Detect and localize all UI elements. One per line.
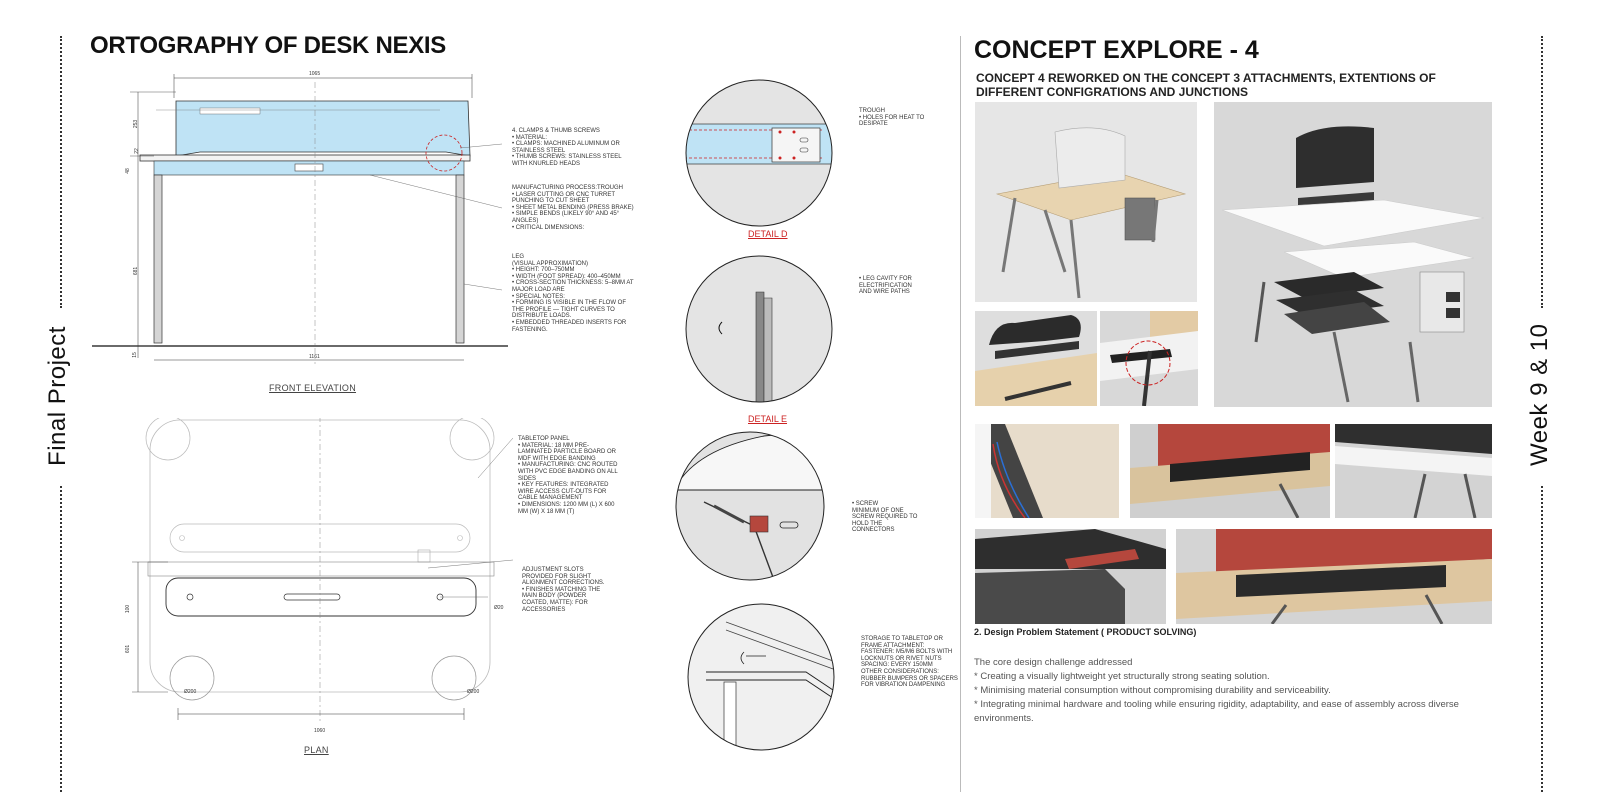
render-red-panel-tray <box>1130 424 1330 518</box>
dim-plan-d1: 100 <box>125 604 132 614</box>
right-dotted-line-bottom <box>1541 486 1543 792</box>
problem-line: * Creating a visually lightweight yet st… <box>974 671 1270 682</box>
dim-h3: 48 <box>124 168 131 174</box>
note-trough: TROUGH • HOLES FOR HEAT TO DESIPATE <box>859 108 925 128</box>
render-red-panel-overview <box>1176 529 1492 624</box>
dim-h2: 22 <box>133 148 140 154</box>
page-divider <box>960 36 961 792</box>
problem-line: * Integrating minimal hardware and tooli… <box>974 699 1459 724</box>
dim-h4: 681 <box>133 266 140 276</box>
problem-line: The core design challenge addressed <box>974 657 1133 668</box>
note-leg-cavity: • LEG CAVITY FOR ELECTRIFICATION AND WIR… <box>859 276 912 296</box>
front-elevation-drawing <box>92 74 508 364</box>
problem-line: * Minimising material consumption withou… <box>974 685 1331 696</box>
side-label-left: Final Project <box>44 326 71 466</box>
detail-storage-circle <box>687 603 835 751</box>
render-desk-assembled <box>975 102 1197 302</box>
render-storage-underside <box>975 529 1166 624</box>
note-clamps: 4. CLAMPS & THUMB SCREWS • MATERIAL: • C… <box>512 128 622 167</box>
note-leg: LEG (VISUAL APPROXIMATION) • HEIGHT: 700… <box>512 254 634 333</box>
right-dotted-line-top <box>1541 36 1543 308</box>
left-dotted-line-bottom <box>60 486 62 792</box>
side-label-right: Week 9 & 10 <box>1526 323 1553 466</box>
render-junction-detail <box>1100 311 1198 406</box>
problem-heading: 2. Design Problem Statement ( PRODUCT SO… <box>974 627 1197 637</box>
render-leg-wires <box>975 424 1119 518</box>
detail-e-caption: DETAIL E <box>748 414 788 424</box>
note-screw: • SCREW MINIMUM OF ONE SCREW REQUIRED TO… <box>852 501 918 534</box>
note-tabletop: TABLETOP PANEL • MATERIAL: 18 MM PRE-LAM… <box>518 436 618 515</box>
dim-top-width: 1065 <box>309 71 321 77</box>
dim-dia-b: Ø200 <box>184 689 197 695</box>
detail-d-caption: DETAIL D <box>748 229 788 239</box>
note-storage: STORAGE TO TABLETOP OR FRAME ATTACHMENT:… <box>861 636 958 689</box>
plan-drawing <box>132 418 513 722</box>
dim-dia-c: Ø200 <box>467 689 480 695</box>
note-adjust: ADJUSTMENT SLOTS PROVIDED FOR SLIGHT ALI… <box>522 567 605 613</box>
detail-e-circle <box>685 255 833 403</box>
dim-h1: 253 <box>133 119 140 129</box>
page-title-left: ORTOGRAPHY OF DESK NEXIS <box>90 32 446 59</box>
dim-h5: 15 <box>131 352 138 358</box>
note-manufacturing: MANUFACTURING PROCESS:TROUGH • LASER CUT… <box>512 185 634 231</box>
detail-screw-circle <box>675 431 825 581</box>
render-side-junction <box>1335 424 1492 518</box>
render-trough-closeup <box>975 311 1097 406</box>
dim-plan-width: 1060 <box>314 728 326 734</box>
plan-caption: PLAN <box>304 745 329 755</box>
left-dotted-line-top <box>60 36 62 308</box>
dim-plan-d2: 601 <box>125 644 132 654</box>
detail-d-circle <box>685 79 833 227</box>
dim-bottom-width: 1161 <box>309 354 320 360</box>
page-title-right: CONCEPT EXPLORE - 4 <box>974 36 1259 64</box>
front-elevation-caption: FRONT ELEVATION <box>269 383 357 393</box>
render-desk-exploded <box>1214 102 1492 407</box>
dim-dia-a: Ø20 <box>494 605 504 611</box>
concept-subtitle: CONCEPT 4 REWORKED ON THE CONCEPT 3 ATTA… <box>976 71 1436 99</box>
problem-statement: The core design challenge addressed * Cr… <box>974 656 1474 726</box>
